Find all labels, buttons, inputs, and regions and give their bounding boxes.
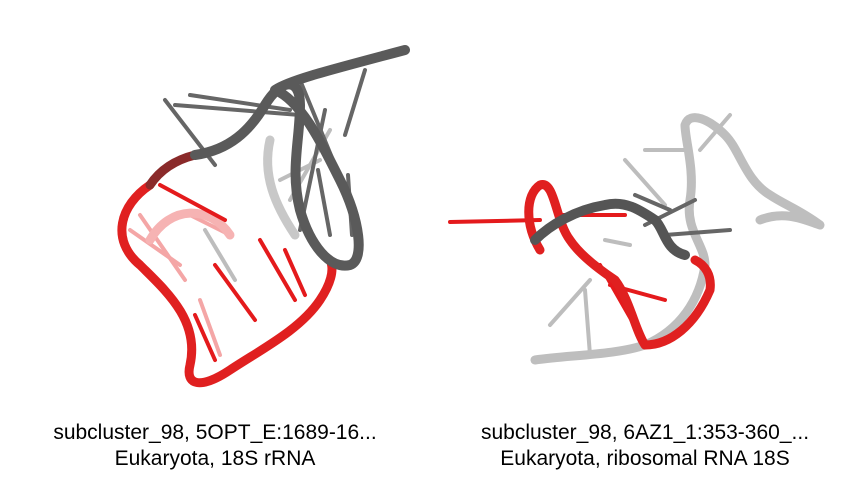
structure-subtitle-right: Eukaryota, ribosomal RNA 18S	[500, 447, 790, 470]
structure-subtitle-left: Eukaryota, 18S rRNA	[114, 447, 316, 470]
structure-panel-left: subcluster_98, 5OPT_E:1689-16... Eukaryo…	[0, 45, 430, 472]
rna-structure-render-left	[117, 45, 410, 388]
structure-caption-left: subcluster_98, 5OPT_E:1689-16... Eukaryo…	[0, 420, 430, 472]
structure-caption-right: subcluster_98, 6AZ1_1:353-360_... Eukary…	[430, 420, 860, 472]
structure-panel-right: subcluster_98, 6AZ1_1:353-360_... Eukary…	[430, 0, 860, 480]
rna-structure-render-right	[448, 113, 825, 365]
structure-title-right: subcluster_98, 6AZ1_1:353-360_...	[480, 421, 810, 444]
structure-title-left: subcluster_98, 5OPT_E:1689-16...	[53, 421, 377, 444]
